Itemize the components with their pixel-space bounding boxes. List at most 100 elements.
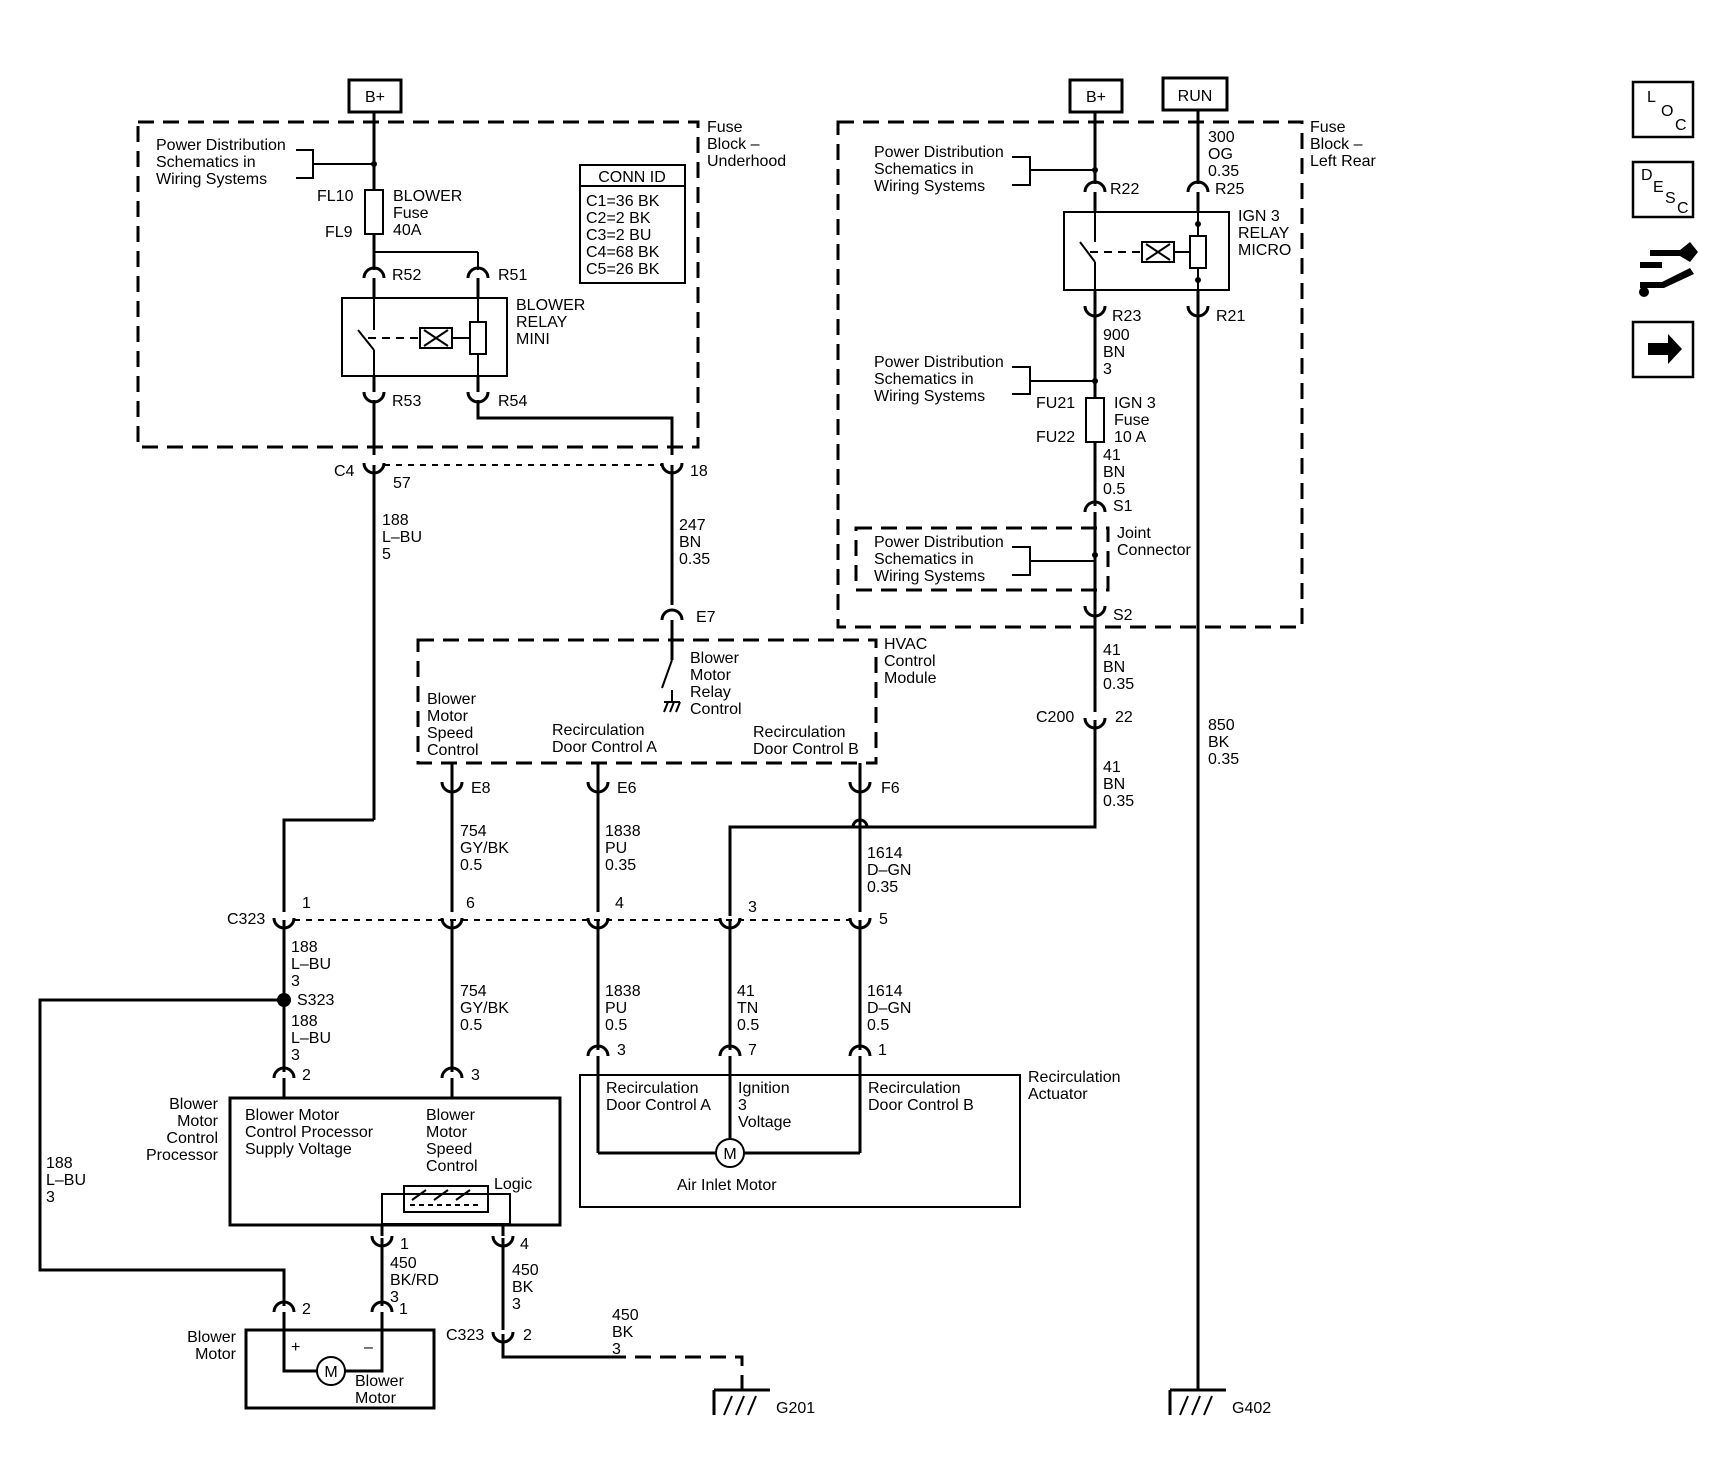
svg-text:41: 41	[1103, 447, 1121, 464]
pin-e6: E6	[617, 780, 637, 797]
pin-r53: R53	[392, 393, 421, 410]
blower-speed-control-label: Blower Motor Speed Control	[427, 691, 479, 759]
svg-text:C4: C4	[334, 463, 355, 480]
wire-754-bot: 754 GY/BK 0.5	[460, 983, 509, 1034]
svg-text:0.5: 0.5	[1103, 481, 1125, 498]
svg-text:0.35: 0.35	[1103, 793, 1134, 810]
svg-text:C: C	[1675, 117, 1687, 134]
actuator-pin-7: 7	[748, 1042, 757, 1059]
svg-text:D–GN: D–GN	[867, 1000, 911, 1017]
ign3-fuse: FU21 FU22 IGN 3 Fuse 10 A	[1036, 395, 1156, 446]
svg-text:Door Control B: Door Control B	[868, 1097, 974, 1114]
svg-text:Control: Control	[166, 1130, 218, 1147]
recirculation-actuator: 3 7 1 M Air Inlet Motor Recirculation Do…	[579, 1042, 1120, 1208]
svg-text:Fuse: Fuse	[393, 205, 429, 222]
svg-text:Schematics in: Schematics in	[874, 161, 974, 178]
pin-r51: R51	[498, 267, 527, 284]
svg-text:Blower: Blower	[427, 691, 477, 708]
svg-text:Joint: Joint	[1117, 525, 1151, 542]
svg-text:1614: 1614	[867, 983, 903, 1000]
wire-850: 850 BK 0.35	[1208, 717, 1239, 768]
pin-r23: R23	[1112, 308, 1141, 325]
svg-text:FU22: FU22	[1036, 429, 1075, 446]
arrow-right-icon[interactable]	[1631, 320, 1695, 379]
svg-text:0.35: 0.35	[867, 879, 898, 896]
blower-motor-symbol: M	[316, 1356, 346, 1386]
svg-text:Schematics in: Schematics in	[874, 371, 974, 388]
desc-button[interactable]: D E S C	[1631, 160, 1695, 219]
wire-900: 900 BN 3	[1103, 327, 1130, 378]
bplus-left-label: B+	[347, 78, 403, 114]
svg-text:0.35: 0.35	[1103, 676, 1134, 693]
svg-text:1614: 1614	[867, 845, 903, 862]
blower-relay-control-label: Blower Motor Relay Control	[690, 650, 742, 718]
pin-e8: E8	[471, 780, 491, 797]
svg-text:TN: TN	[737, 1000, 758, 1017]
svg-text:Door Control A: Door Control A	[552, 739, 657, 756]
svg-text:IGN 3: IGN 3	[1114, 395, 1156, 412]
svg-text:FU21: FU21	[1036, 395, 1075, 412]
svg-text:Control: Control	[426, 1158, 478, 1175]
svg-text:C2=2 BK: C2=2 BK	[586, 210, 651, 227]
svg-text:L–BU: L–BU	[46, 1172, 86, 1189]
svg-text:Block –: Block –	[707, 136, 760, 153]
svg-text:754: 754	[460, 983, 487, 1000]
svg-text:Underhood: Underhood	[707, 153, 786, 170]
svg-text:Connector: Connector	[1117, 542, 1191, 559]
svg-text:0.5: 0.5	[737, 1017, 759, 1034]
svg-text:MICRO: MICRO	[1238, 242, 1291, 259]
wire-450-rd: 450 BK/RD 3	[390, 1255, 439, 1306]
svg-text:300: 300	[1208, 129, 1235, 146]
logic-switch: Logic	[381, 1176, 532, 1225]
svg-text:Speed: Speed	[426, 1141, 472, 1158]
svg-text:L–BU: L–BU	[291, 1030, 331, 1047]
svg-text:Actuator: Actuator	[1028, 1086, 1088, 1103]
svg-text:L–BU: L–BU	[382, 529, 422, 546]
wire-450-gnd: 450 BK 3	[612, 1307, 639, 1358]
svg-text:RUN: RUN	[1178, 88, 1213, 105]
svg-text:Recirculation: Recirculation	[606, 1080, 698, 1097]
svg-text:Control: Control	[427, 742, 479, 759]
processor-speed-label: Blower Motor Speed Control	[426, 1107, 478, 1175]
recirculation-actuator-label: Recirculation Actuator	[1028, 1069, 1120, 1103]
svg-text:CONN ID: CONN ID	[598, 169, 666, 186]
air-inlet-motor-label: Air Inlet Motor	[677, 1177, 777, 1194]
pin-s1: S1	[1113, 498, 1133, 515]
blower-motor: 2 1 Blower Motor + – M Blower Motor	[187, 1300, 436, 1410]
svg-text:S323: S323	[297, 992, 334, 1009]
svg-text:188: 188	[291, 939, 318, 956]
pin-r21: R21	[1216, 308, 1245, 325]
conn-id-table: CONN ID C1=36 BK C2=2 BK C3=2 BU C4=68 B…	[579, 164, 686, 284]
svg-text:3: 3	[612, 1341, 621, 1358]
svg-text:BLOWER: BLOWER	[516, 297, 585, 314]
svg-text:Wiring Systems: Wiring Systems	[874, 178, 985, 195]
svg-text:IGN 3: IGN 3	[1238, 208, 1280, 225]
pin-r52: R52	[392, 267, 421, 284]
joint-connector-label: Joint Connector	[1117, 525, 1191, 559]
connector-wrench-icon[interactable]	[1639, 242, 1698, 297]
loc-button[interactable]: L O C	[1631, 80, 1695, 139]
bplus-right-label: B+	[1068, 78, 1124, 114]
svg-text:BLOWER: BLOWER	[393, 188, 462, 205]
svg-text:C200: C200	[1036, 709, 1074, 726]
wire-41a: 41 BN 0.5	[1103, 447, 1125, 498]
svg-text:1: 1	[302, 895, 311, 912]
svg-text:Fuse: Fuse	[1310, 119, 1346, 136]
connector-c323-ground: C323 2	[446, 1327, 532, 1344]
svg-text:3: 3	[390, 1289, 399, 1306]
svg-text:Supply Voltage: Supply Voltage	[245, 1141, 352, 1158]
svg-text:PU: PU	[605, 840, 627, 857]
svg-text:3: 3	[738, 1097, 747, 1114]
svg-text:57: 57	[393, 475, 411, 492]
wire-450-bk: 450 BK 3	[512, 1262, 539, 1313]
svg-text:Blower: Blower	[169, 1096, 219, 1113]
svg-text:Left Rear: Left Rear	[1310, 153, 1376, 170]
svg-text:E: E	[1653, 179, 1664, 196]
svg-text:BK: BK	[612, 1324, 634, 1341]
svg-text:188: 188	[291, 1013, 318, 1030]
wire-41-s2: 41 BN 0.35	[1103, 642, 1134, 693]
svg-text:BK/RD: BK/RD	[390, 1272, 439, 1289]
fuse-block-underhood-title: Fuse Block – Underhood	[707, 119, 786, 170]
connector-c200: C200 22	[1036, 709, 1133, 730]
